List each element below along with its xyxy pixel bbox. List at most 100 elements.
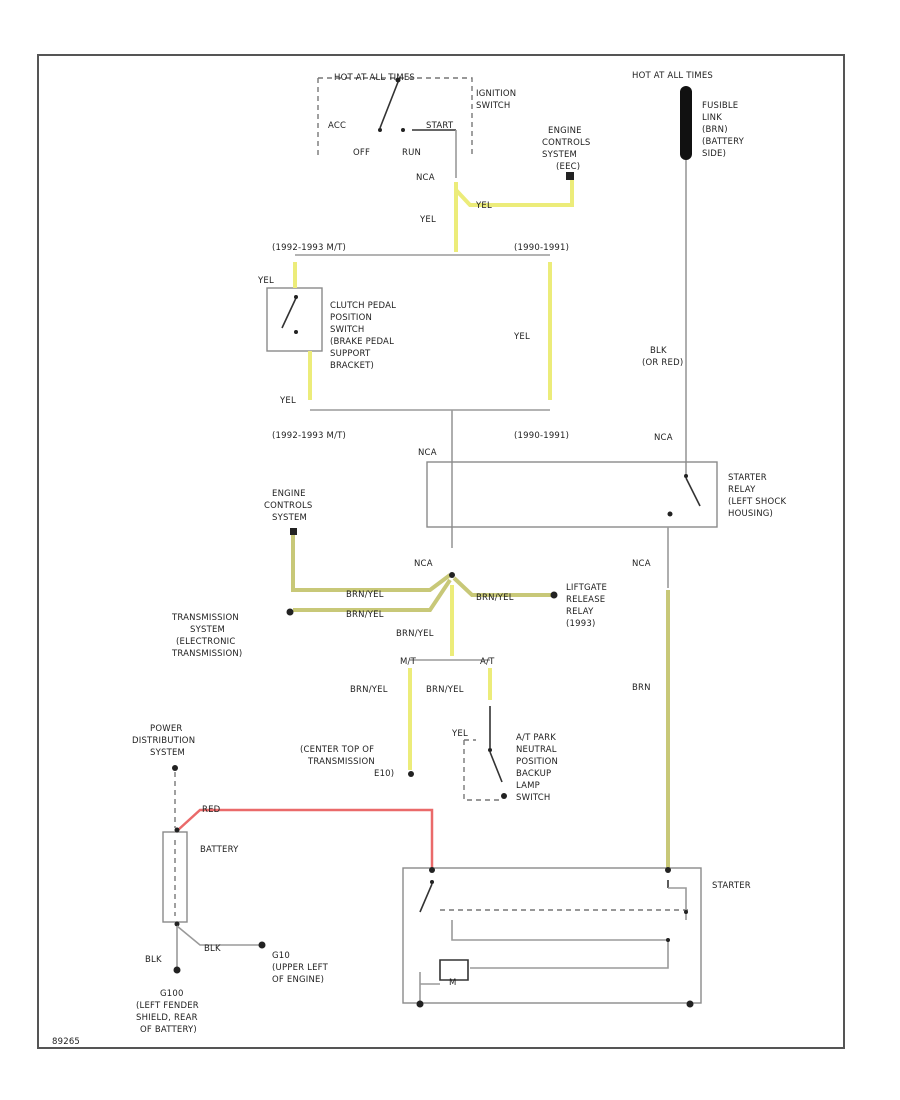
at-label: A/T [480, 657, 495, 667]
fusible-label-2: LINK [702, 113, 722, 123]
brn-wire-label: BRN [632, 683, 651, 693]
starter-relay-label-2: RELAY [728, 485, 756, 495]
nca-relay-left: NCA [418, 448, 437, 458]
yel-wire-label-1: YEL [475, 201, 492, 211]
hot-at-all-times-label: HOT AT ALL TIMES [632, 71, 713, 81]
engine-controls-top-4: (EEC) [556, 162, 580, 172]
park-label-1: A/T PARK [516, 733, 556, 743]
starter-relay-label-1: STARTER [728, 473, 767, 483]
ignition-switch-label-1: IGNITION [476, 89, 516, 99]
liftgate-label-2: RELEASE [566, 595, 605, 605]
start-label: START [426, 121, 454, 131]
g2-label-4: OF BATTERY) [140, 1025, 197, 1035]
fusible-link: HOT AT ALL TIMES FUSIBLE LINK (BRN) (BAT… [632, 71, 745, 160]
park-label-3: POSITION [516, 757, 558, 767]
power-dist-label-1: POWER [150, 724, 183, 734]
brn-yel-label-3: BRN/YEL [476, 593, 514, 603]
center-top-transmission: (CENTER TOP OF TRANSMISSION E10) [300, 745, 394, 779]
transmission-label-3: (ELECTRONIC [176, 637, 236, 647]
clutch-label-3: SWITCH [330, 325, 365, 335]
starter-relay-label-3: (LEFT SHOCK [728, 497, 786, 507]
fusible-label-5: SIDE) [702, 149, 726, 159]
engine-controls-mid: ENGINE CONTROLS SYSTEM [264, 489, 313, 535]
g2-label-3: SHIELD, REAR [136, 1013, 198, 1023]
blk-wire-label-1: BLK [650, 346, 667, 356]
power-dist-label-2: DISTRIBUTION [132, 736, 195, 746]
engine-controls-top-2: CONTROLS [542, 138, 591, 148]
starter-relay-label-4: HOUSING) [728, 509, 773, 519]
battery: BATTERY [162, 827, 239, 927]
park-neutral-switch: YEL A/T PARK NEUTRAL POSITION BACKUP LAM… [451, 706, 558, 803]
g2-label-2: (LEFT FENDER [136, 1001, 199, 1011]
blk-wire-label-2: (OR RED) [642, 358, 683, 368]
g1-label-3: OF ENGINE) [272, 975, 324, 985]
center-top-label-3: E10) [374, 769, 394, 779]
engine-controls-top-3: SYSTEM [542, 150, 577, 160]
power-distribution: POWER DISTRIBUTION SYSTEM [132, 724, 195, 771]
fusible-label-4: (BATTERY [702, 137, 745, 147]
park-label-6: SWITCH [516, 793, 551, 803]
engine-controls-mid-3: SYSTEM [272, 513, 307, 523]
power-dist-label-3: SYSTEM [150, 748, 185, 758]
clutch-pedal-switch: CLUTCH PEDAL POSITION SWITCH (BRAKE PEDA… [266, 287, 396, 371]
transmission-label-1: TRANSMISSION [171, 613, 239, 623]
motor-label: M [449, 978, 457, 988]
ground-g10: G10 (UPPER LEFT OF ENGINE) [272, 951, 329, 985]
yel-park-label: YEL [451, 729, 468, 739]
liftgate-label-4: (1993) [566, 619, 595, 629]
acc-label: ACC [328, 121, 346, 131]
engine-controls-mid-1: ENGINE [272, 489, 306, 499]
brn-yel-label-1: BRN/YEL [346, 590, 384, 600]
range-top-left: (1992-1993 M/T) [272, 243, 346, 253]
range-top-right: (1990-1991) [514, 243, 569, 253]
transmission-label-4: TRANSMISSION) [171, 649, 242, 659]
g1-label-2: (UPPER LEFT [272, 963, 329, 973]
blk-batt-label: BLK [204, 944, 221, 954]
brn-yel-label-6: BRN/YEL [426, 685, 464, 695]
transmission-system: TRANSMISSION SYSTEM (ELECTRONIC TRANSMIS… [171, 613, 242, 659]
liftgate-relay: LIFTGATE RELEASE RELAY (1993) [566, 583, 607, 629]
park-label-2: NEUTRAL [516, 745, 557, 755]
engine-controls-eec: ENGINE CONTROLS SYSTEM (EEC) [542, 126, 591, 180]
clutch-label-5: SUPPORT [330, 349, 371, 359]
nca-ign-label: NCA [416, 173, 435, 183]
clutch-label-4: (BRAKE PEDAL [330, 337, 394, 347]
blk-g-label: BLK [145, 955, 162, 965]
g1-label-1: G10 [272, 951, 290, 961]
fusible-label-3: (BRN) [702, 125, 728, 135]
starter: STARTER M [402, 867, 751, 1008]
liftgate-label-3: RELAY [566, 607, 594, 617]
ignition-switch: HOT AT ALL TIMES IGNITION SWITCH ACC OFF… [317, 73, 516, 183]
range-bot-left: (1992-1993 M/T) [272, 431, 346, 441]
center-top-label-1: (CENTER TOP OF [300, 745, 374, 755]
brn-yel-label-4: BRN/YEL [396, 629, 434, 639]
transmission-label-2: SYSTEM [190, 625, 225, 635]
ignition-switch-label-2: SWITCH [476, 101, 511, 111]
figure-id: 89265 [52, 1037, 80, 1047]
starter-label: STARTER [712, 881, 751, 891]
nca-splice-label: NCA [414, 559, 433, 569]
park-label-5: LAMP [516, 781, 540, 791]
mt-label: M/T [400, 657, 417, 667]
clutch-label-6: BRACKET) [330, 361, 374, 371]
battery-label: BATTERY [200, 845, 239, 855]
off-label: OFF [353, 148, 370, 158]
engine-controls-top-1: ENGINE [548, 126, 582, 136]
yel-wire-label-5: YEL [513, 332, 530, 342]
ignition-hot-label: HOT AT ALL TIMES [334, 73, 415, 83]
liftgate-label-1: LIFTGATE [566, 583, 607, 593]
nca-starter-label: NCA [632, 559, 651, 569]
g2-label-1: G100 [160, 989, 184, 999]
red-wire-label: RED [202, 805, 221, 815]
engine-controls-mid-2: CONTROLS [264, 501, 313, 511]
ground-g100: G100 (LEFT FENDER SHIELD, REAR OF BATTER… [136, 989, 199, 1035]
center-top-label-2: TRANSMISSION [307, 757, 375, 767]
yel-wire-label-3: YEL [257, 276, 274, 286]
yel-wire-label-4: YEL [279, 396, 296, 406]
starter-relay: NCA STARTER RELAY (LEFT SHOCK HOUSING) [418, 448, 786, 528]
range-bot-right: (1990-1991) [514, 431, 569, 441]
fusible-label-1: FUSIBLE [702, 101, 738, 111]
clutch-label-2: POSITION [330, 313, 372, 323]
diagram-frame [37, 54, 845, 1049]
